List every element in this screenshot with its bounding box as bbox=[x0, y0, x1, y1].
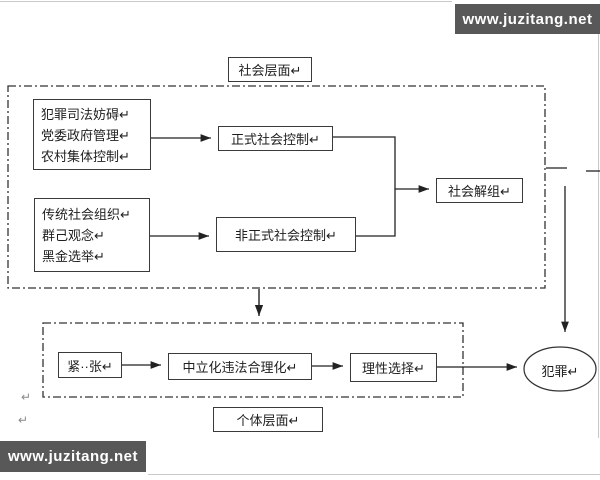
watermark-bottom-left: www.juzitang.net bbox=[0, 441, 146, 472]
neutralization-box: 中立化违法合理化↵ bbox=[168, 353, 312, 380]
strain-box: 紧··张↵ bbox=[58, 352, 122, 378]
informal-input-line: 群己观念↵ bbox=[42, 228, 105, 243]
neutralization-label: 中立化违法合理化↵ bbox=[182, 360, 298, 375]
formal-input-line: 党委政府管理↵ bbox=[41, 128, 130, 143]
rational-choice-box: 理性选择↵ bbox=[350, 353, 437, 382]
informal-input-line: 黑金选举↵ bbox=[42, 249, 105, 264]
formal-control-label: 正式社会控制↵ bbox=[231, 132, 320, 147]
individual-dashed-region bbox=[42, 322, 464, 398]
formal-input-line: 农村集体控制↵ bbox=[41, 149, 130, 164]
informal-input-line: 传统社会组织↵ bbox=[42, 207, 131, 222]
rational-choice-label: 理性选择↵ bbox=[362, 361, 425, 376]
watermark-top-right: www.juzitang.net bbox=[455, 4, 600, 34]
society-dashed-region bbox=[7, 85, 546, 289]
informal-control-label: 非正式社会控制↵ bbox=[235, 228, 337, 243]
formal-inputs-box: 犯罪司法妨碍↵ 党委政府管理↵ 农村集体控制↵ bbox=[33, 99, 151, 170]
social-disorganization-box: 社会解组↵ bbox=[436, 178, 523, 203]
crime-ellipse bbox=[523, 346, 597, 392]
scan-edge-bottom bbox=[148, 474, 600, 475]
individual-level-label-box: 个体层面↵ bbox=[213, 407, 323, 432]
society-level-label-box: 社会层面↵ bbox=[228, 57, 312, 82]
return-mark: ↵ bbox=[18, 413, 29, 427]
informal-inputs-box: 传统社会组织↵ 群己观念↵ 黑金选举↵ bbox=[34, 198, 150, 272]
society-level-label: 社会层面↵ bbox=[238, 63, 302, 78]
crime-label: 犯罪↵ bbox=[541, 364, 579, 379]
formal-input-line: 犯罪司法妨碍↵ bbox=[41, 107, 130, 122]
strain-label: 紧··张↵ bbox=[67, 358, 113, 374]
informal-control-box: 非正式社会控制↵ bbox=[216, 217, 356, 252]
connector-formal-control-out bbox=[333, 136, 396, 237]
return-mark: ↵ bbox=[21, 390, 32, 404]
formal-control-box: 正式社会控制↵ bbox=[218, 126, 333, 151]
individual-level-label: 个体层面↵ bbox=[236, 413, 300, 428]
scan-edge-right bbox=[598, 34, 599, 438]
social-disorganization-label: 社会解组↵ bbox=[448, 184, 511, 199]
scan-edge-top bbox=[0, 1, 452, 2]
